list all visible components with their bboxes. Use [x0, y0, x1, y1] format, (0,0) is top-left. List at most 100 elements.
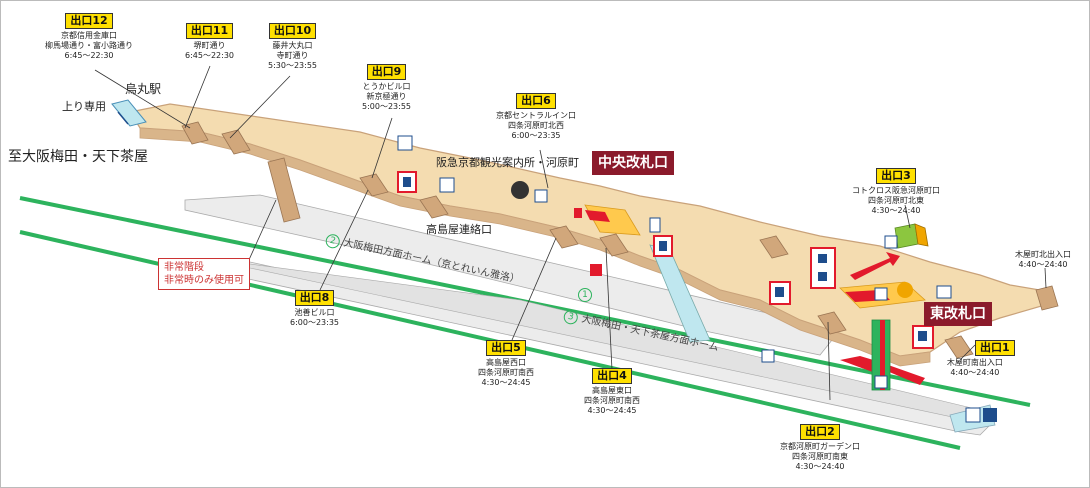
exit9-line1: とうかビル口 — [362, 82, 411, 91]
exit3-tag: 出口3 — [876, 168, 916, 184]
exit12-label: 出口12 京都信用金庫口 柳馬場通り・富小路通り 6:45～22:30 — [45, 13, 133, 61]
exit1-line1: 木屋町南出入口 — [946, 358, 1003, 367]
exit11-label: 出口11 堺町通り 6:45～22:30 — [185, 23, 234, 61]
emergency-stair-note: 非常階段 非常時のみ使用可 — [158, 258, 250, 290]
stair-exit5 — [549, 225, 579, 249]
phone-icon — [397, 135, 413, 151]
exit5-label: 出口5 高島屋西口 四条河原町南西 4:30～24:45 — [478, 340, 534, 388]
exit8-label: 出口8 池善ビル口 6:00～23:35 — [290, 290, 339, 328]
exit5-tag: 出口5 — [486, 340, 526, 356]
exit12-line2: 柳馬場通り・富小路通り — [45, 41, 133, 50]
info-question-icon — [511, 181, 529, 199]
exit3-label: 出口3 コトクロス阪急河原町口 四条河原町北東 4:30～24:40 — [852, 168, 940, 216]
emergency-note-line1: 非常階段 — [164, 262, 204, 273]
platform1-number-wrap: 1 — [578, 288, 592, 302]
stair-emergency — [267, 157, 301, 223]
stair-exit8 — [419, 195, 449, 219]
exit2-line2: 四条河原町南東 — [792, 452, 848, 461]
highlighted-icons — [397, 171, 934, 349]
exit4-tag: 出口4 — [592, 368, 632, 384]
exit6-line1: 京都セントラルイン口 — [496, 111, 576, 120]
stair-kiyamachi-north — [1035, 285, 1059, 311]
accessible-icon — [983, 408, 997, 422]
central-gate-label: 中央改札口 — [592, 151, 674, 175]
up-only-arrow — [117, 111, 129, 125]
exit8-line1: 池善ビル口 — [294, 308, 335, 317]
destination-label: 至大阪梅田・天下茶屋 — [8, 149, 148, 165]
exit9-time: 5:00～23:55 — [362, 102, 412, 111]
exit6-line2: 四条河原町北西 — [508, 121, 564, 130]
exit4-label: 出口4 高島屋東口 四条河原町南西 4:30～24:45 — [584, 368, 640, 416]
information-icon — [897, 282, 913, 298]
exit2-arrow — [840, 356, 925, 385]
exit10-line2: 寺町通り — [276, 51, 309, 60]
platform3-number: 3 — [562, 308, 580, 326]
east-gate-arrow — [850, 252, 900, 280]
exit2-tag: 出口2 — [800, 424, 840, 440]
exit2-shaft-red — [880, 320, 885, 390]
exit2-label: 出口2 京都河原町ガーデン口 四条河原町南東 4:30～24:40 — [780, 424, 860, 472]
exit3-time: 4:30～24:40 — [871, 206, 921, 215]
exit9-label: 出口9 とうかビル口 新京極通り 5:00～23:55 — [362, 64, 411, 112]
east-gate-label: 東改札口 — [924, 302, 992, 326]
exit6-tag: 出口6 — [516, 93, 556, 109]
elevator-icon — [649, 217, 661, 233]
exit3-line2: 四条河原町北東 — [868, 196, 924, 205]
exit11-line1: 堺町通り — [193, 41, 226, 50]
fare-icon — [534, 189, 548, 203]
up-only-label: 上り専用 — [62, 100, 106, 113]
platform-upper — [184, 194, 841, 356]
exit10-time: 5:30～23:55 — [268, 61, 318, 70]
central-gate-turnstile — [585, 210, 610, 222]
stair-exit4 — [599, 233, 629, 257]
exit12-tag: 出口12 — [65, 13, 113, 29]
exit4-time: 4:30～24:45 — [587, 406, 637, 415]
platform1-number: 1 — [578, 288, 592, 302]
exit12-time: 6:45～22:30 — [64, 51, 114, 60]
station-office-icon — [884, 235, 898, 249]
ticket-machine-icon — [439, 177, 455, 193]
toilet-icon — [965, 407, 981, 423]
exit11-time: 6:45～22:30 — [185, 51, 235, 60]
platform-phone-icon — [761, 349, 775, 363]
exit3-structure — [894, 223, 919, 249]
locker-glyphs — [403, 177, 927, 341]
exit9-line2: 新京極通り — [366, 92, 407, 101]
leader-lines — [94, 65, 1047, 401]
exit5-line2: 四条河原町南西 — [478, 368, 534, 377]
stair-exit2 — [817, 311, 847, 335]
exit11-tag: 出口11 — [185, 23, 234, 39]
takashimaya-label: 高島屋連絡口 — [426, 223, 492, 236]
exit8-time: 6:00～23:35 — [290, 318, 340, 327]
exit-stairs — [181, 121, 1059, 359]
exit12-line1: 京都信用金庫口 — [61, 31, 117, 40]
exit-marker-icon — [574, 208, 582, 218]
stair-exit1 — [944, 335, 974, 359]
aed-icon — [590, 264, 602, 276]
exit10-label: 出口10 藤井大丸口 寺町通り 5:30～23:55 — [268, 23, 317, 71]
exit8-tag: 出口8 — [294, 290, 335, 306]
gate-icon-exit2 — [874, 375, 888, 389]
exit3-line1: コトクロス阪急河原町口 — [852, 186, 940, 195]
exit1-time: 4:40～24:40 — [950, 368, 1000, 377]
exit9-tag: 出口9 — [366, 64, 407, 80]
exit10-line1: 藤井大丸口 — [272, 41, 313, 50]
exit5-line1: 高島屋西口 — [486, 358, 526, 367]
ticket-machine-icon-east — [874, 287, 888, 301]
exit4-line2: 四条河原町南西 — [584, 396, 640, 405]
exit6-label: 出口6 京都セントラルイン口 四条河原町北西 6:00～23:35 — [496, 93, 576, 141]
concourse-wall — [139, 127, 931, 367]
exit2-line1: 京都河原町ガーデン口 — [780, 442, 860, 451]
exit6-time: 6:00～23:35 — [511, 131, 561, 140]
exit10-tag: 出口10 — [268, 23, 317, 39]
kiyamachi-north-label: 木屋町北出入口 4:40～24:40 — [1015, 250, 1071, 270]
fare-adjust-icon — [936, 285, 952, 299]
exit3-structure-side — [914, 223, 929, 247]
exit1-tag: 出口1 — [975, 340, 1015, 356]
stair-exit11 — [221, 129, 251, 155]
exit2-time: 4:30～24:40 — [795, 462, 845, 471]
kiyamachi-north-time: 4:40～24:40 — [1018, 260, 1068, 269]
karasuma-label: 烏丸駅 — [125, 82, 162, 96]
kiyamachi-north-line1: 木屋町北出入口 — [1015, 250, 1071, 259]
